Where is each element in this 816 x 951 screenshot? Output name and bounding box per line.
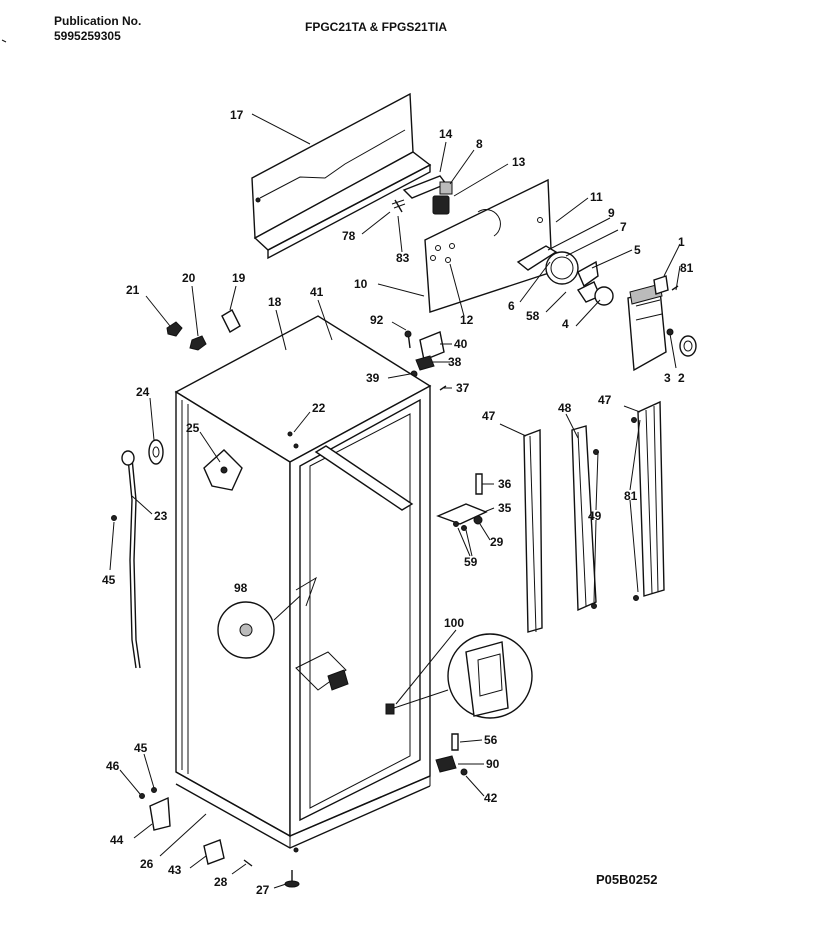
callout-47-right: 47 — [598, 393, 612, 407]
part-screw-81-top — [671, 285, 679, 291]
callout-24: 24 — [136, 385, 150, 399]
callout-39: 39 — [366, 371, 380, 385]
callout-10: 10 — [354, 277, 368, 291]
callout-14: 14 — [439, 127, 453, 141]
callout-47-left: 47 — [482, 409, 496, 423]
callout-3: 3 — [664, 371, 671, 385]
part-fan-blade — [576, 260, 614, 306]
callout-36: 36 — [498, 477, 512, 491]
part-leveling-foot-27 — [284, 870, 300, 888]
callout-9: 9 — [608, 206, 615, 220]
part-rod-23 — [121, 450, 141, 669]
callout-100: 100 — [444, 616, 464, 630]
publication-block: Publication No. 5995259305 — [54, 14, 141, 44]
callout-81-top: 81 — [680, 261, 694, 275]
part-center-hinge — [436, 473, 488, 531]
callout-2: 2 — [678, 371, 685, 385]
callout-29: 29 — [490, 535, 504, 549]
callout-43: 43 — [168, 863, 182, 877]
callout-11: 11 — [590, 190, 603, 204]
callout-37: 37 — [456, 381, 470, 395]
part-fan-bracket — [516, 245, 579, 285]
part-bottom-bracket-44 — [139, 787, 171, 831]
callout-90: 90 — [486, 757, 500, 771]
callout-labels: 17 14 8 13 78 83 11 9 7 10 12 6 58 5 1 8… — [102, 108, 694, 897]
part-screw-45-upper — [111, 515, 117, 521]
callout-49: 49 — [588, 509, 602, 523]
callout-78: 78 — [342, 229, 356, 243]
callout-22: 22 — [312, 401, 326, 415]
callout-56: 56 — [484, 733, 498, 747]
part-top-cover — [251, 92, 432, 260]
publication-label: Publication No. — [54, 14, 142, 28]
callout-59: 59 — [464, 555, 478, 569]
part-screw-28 — [243, 859, 253, 867]
model-numbers: FPGC21TA & FPGS21TIA — [305, 20, 448, 34]
callout-7: 7 — [620, 220, 627, 234]
callout-26: 26 — [140, 857, 154, 871]
callout-42: 42 — [484, 791, 498, 805]
part-gasket-25 — [203, 449, 243, 491]
callout-44: 44 — [110, 833, 124, 847]
callout-81-channel: 81 — [624, 489, 638, 503]
part-bracket-and-switch — [402, 175, 453, 215]
part-screw-83 — [391, 199, 406, 213]
callout-12: 12 — [460, 313, 474, 327]
callout-92: 92 — [370, 313, 384, 327]
part-door-channel-81 — [631, 400, 665, 601]
callout-46: 46 — [106, 759, 120, 773]
cabinet-shell — [174, 315, 432, 853]
callout-4: 4 — [562, 317, 569, 331]
part-plate-43 — [203, 839, 225, 865]
callout-13: 13 — [512, 155, 526, 169]
callout-17: 17 — [230, 108, 244, 122]
callout-1: 1 — [678, 235, 685, 249]
part-hinge-top — [404, 330, 447, 391]
callout-98: 98 — [234, 581, 248, 595]
callout-41: 41 — [310, 285, 324, 299]
part-cap-19 — [221, 309, 241, 333]
callout-48: 48 — [558, 401, 572, 415]
callout-45-upper: 45 — [102, 573, 116, 587]
part-grommet-24 — [148, 439, 164, 465]
callout-8: 8 — [476, 137, 483, 151]
callout-20: 20 — [182, 271, 196, 285]
callout-19: 19 — [232, 271, 246, 285]
reference-code: P05B0252 — [596, 872, 658, 887]
part-nut-21 — [166, 321, 183, 337]
callout-18: 18 — [268, 295, 282, 309]
callout-38: 38 — [448, 355, 462, 369]
callout-83: 83 — [396, 251, 410, 265]
part-door-channel-48 — [571, 425, 599, 612]
callout-28: 28 — [214, 875, 228, 889]
detail-circle-98 — [217, 595, 301, 659]
callout-58: 58 — [526, 309, 540, 323]
callout-23: 23 — [154, 509, 168, 523]
callout-40: 40 — [454, 337, 468, 351]
part-bushing-20 — [189, 335, 207, 351]
leader-lines — [109, 113, 681, 889]
margin-mark — [1, 39, 7, 43]
callout-6: 6 — [508, 299, 515, 313]
callout-21: 21 — [126, 283, 140, 297]
callout-27: 27 — [256, 883, 270, 897]
detail-circle-100 — [385, 633, 533, 719]
part-air-duct — [627, 275, 669, 372]
callout-35: 35 — [498, 501, 512, 515]
callout-45-lower: 45 — [134, 741, 148, 755]
callout-5: 5 — [634, 243, 641, 257]
part-door-channel-47 — [523, 428, 543, 633]
publication-number: 5995259305 — [54, 29, 121, 43]
part-grommet-2 — [679, 335, 697, 357]
callout-25: 25 — [186, 421, 200, 435]
part-lower-hinge — [435, 733, 468, 776]
